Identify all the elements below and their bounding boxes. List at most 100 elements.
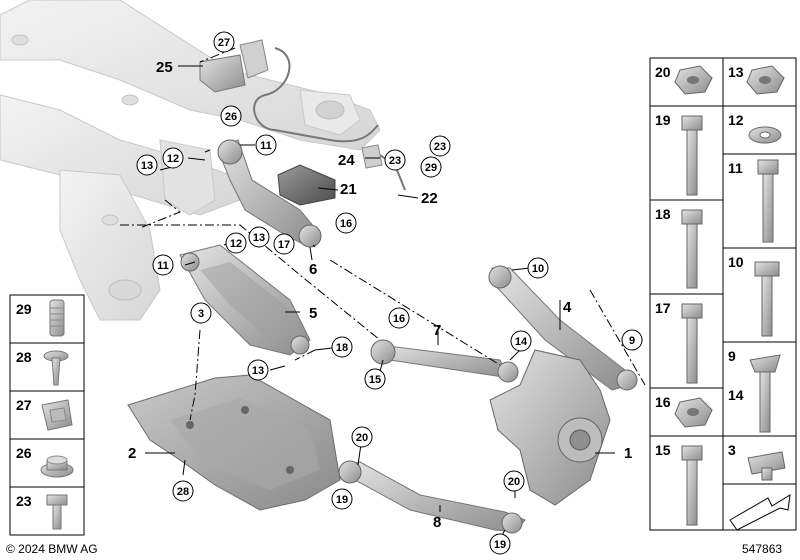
svg-text:28: 28 — [177, 486, 189, 498]
right-panel-20: 20 — [655, 64, 671, 80]
callout-29: 29 — [420, 156, 442, 178]
bolt-icon — [681, 303, 703, 384]
callout-20a: 20 — [351, 426, 373, 448]
bolt-icon — [754, 261, 780, 337]
svg-text:19: 19 — [336, 494, 348, 506]
svg-text:11: 11 — [157, 260, 169, 272]
callout-23a: 23 — [429, 135, 451, 157]
label-part-5: 5 — [309, 305, 317, 322]
right-panel-10: 10 — [728, 254, 744, 270]
callout-19b: 19 — [489, 533, 511, 555]
label-part-7: 7 — [433, 322, 441, 339]
svg-text:3: 3 — [198, 308, 204, 320]
callout-11b: 11 — [152, 254, 174, 276]
left-panel-item-29: 29 — [16, 301, 32, 317]
callout-26: 26 — [220, 105, 242, 127]
callout-27: 27 — [213, 31, 235, 53]
threaded-insert-icon — [49, 299, 65, 337]
callout-9: 9 — [621, 329, 643, 351]
svg-text:20: 20 — [508, 476, 520, 488]
wheel-carrier — [489, 349, 611, 506]
callout-20b: 20 — [503, 470, 525, 492]
svg-text:11: 11 — [260, 140, 272, 152]
right-panel-13: 13 — [728, 64, 744, 80]
label-part-21: 21 — [340, 181, 357, 198]
diagram-number: 547863 — [742, 542, 782, 556]
bolt-icon — [757, 159, 779, 243]
label-part-24: 24 — [338, 152, 355, 169]
svg-text:9: 9 — [629, 335, 635, 347]
callout-3: 3 — [190, 302, 212, 324]
callout-15: 15 — [364, 368, 386, 390]
callout-19a: 19 — [331, 488, 353, 510]
svg-text:13: 13 — [141, 160, 153, 172]
right-panel-14: 14 — [728, 387, 744, 403]
label-part-8: 8 — [433, 514, 441, 531]
bolt-icon — [681, 209, 703, 289]
left-panel-item-26: 26 — [16, 445, 32, 461]
right-panel-11: 11 — [728, 160, 743, 176]
left-panel-item-27: 27 — [16, 397, 32, 413]
svg-text:12: 12 — [167, 153, 179, 165]
brake-line-bracket — [277, 164, 336, 206]
sensor-bracket — [199, 39, 269, 93]
label-part-4: 4 — [563, 299, 572, 316]
svg-text:15: 15 — [369, 374, 381, 386]
callout-14: 14 — [510, 330, 532, 352]
toe-link-7 — [370, 339, 519, 383]
callout-16b: 16 — [388, 307, 410, 329]
svg-text:13: 13 — [252, 365, 264, 377]
right-panel-9: 9 — [728, 348, 736, 364]
hex-nut-icon — [746, 65, 785, 95]
clip-nut-icon — [41, 399, 73, 431]
label-part-2: 2 — [128, 445, 136, 462]
svg-text:23: 23 — [434, 141, 446, 153]
trailing-arm-4 — [488, 265, 638, 391]
callout-23b: 23 — [384, 149, 406, 171]
lower-link-8 — [338, 460, 526, 534]
label-part-25: 25 — [156, 59, 173, 76]
special-nut-icon — [747, 451, 786, 481]
callouts: 27 26 13 12 11 23 23 29 16 1 7 13 12 11 3… — [136, 31, 643, 555]
svg-text:10: 10 — [532, 263, 544, 275]
callout-16a: 16 — [335, 212, 357, 234]
control-arm-5 — [179, 244, 311, 356]
screw-icon — [46, 494, 68, 530]
svg-text:26: 26 — [225, 111, 237, 123]
eccentric-bolt-icon — [749, 354, 781, 433]
svg-text:16: 16 — [393, 313, 405, 325]
left-panel-item-23: 23 — [16, 493, 32, 509]
upper-control-arm — [217, 139, 322, 248]
label-part-1: 1 — [624, 445, 632, 462]
svg-text:16: 16 — [340, 218, 352, 230]
callout-12a: 12 — [162, 147, 184, 169]
label-part-22: 22 — [421, 190, 438, 207]
copyright-text: © 2024 BMW AG — [6, 542, 98, 556]
svg-text:14: 14 — [515, 336, 528, 348]
callout-11a: 11 — [255, 134, 277, 156]
sensor-wire — [253, 47, 379, 143]
underbody-shield — [127, 374, 341, 511]
svg-text:19: 19 — [494, 539, 506, 551]
arrow-icon — [729, 494, 791, 531]
right-parts-panel: 20 13 19 12 11 18 10 17 9 14 16 15 3 — [649, 57, 797, 531]
svg-text:20: 20 — [356, 432, 368, 444]
left-parts-panel: 29 28 27 26 23 — [9, 294, 85, 536]
callout-28: 28 — [172, 480, 194, 502]
svg-text:12: 12 — [230, 238, 242, 250]
callout-13a: 13 — [136, 154, 158, 176]
part-number-labels: 25 24 21 22 6 5 7 4 1 2 8 — [128, 59, 632, 531]
svg-text:23: 23 — [389, 155, 401, 167]
callout-12b: 12 — [225, 232, 247, 254]
callout-10: 10 — [527, 257, 549, 279]
label-part-6: 6 — [309, 261, 317, 278]
svg-text:13: 13 — [253, 232, 265, 244]
collar-nut-icon — [674, 397, 713, 428]
svg-text:18: 18 — [336, 342, 348, 354]
collar-nut-icon — [40, 455, 74, 478]
left-panel-item-28: 28 — [16, 349, 32, 365]
right-panel-16: 16 — [655, 394, 671, 410]
rear-subframe — [0, 0, 381, 321]
svg-text:27: 27 — [218, 37, 230, 49]
